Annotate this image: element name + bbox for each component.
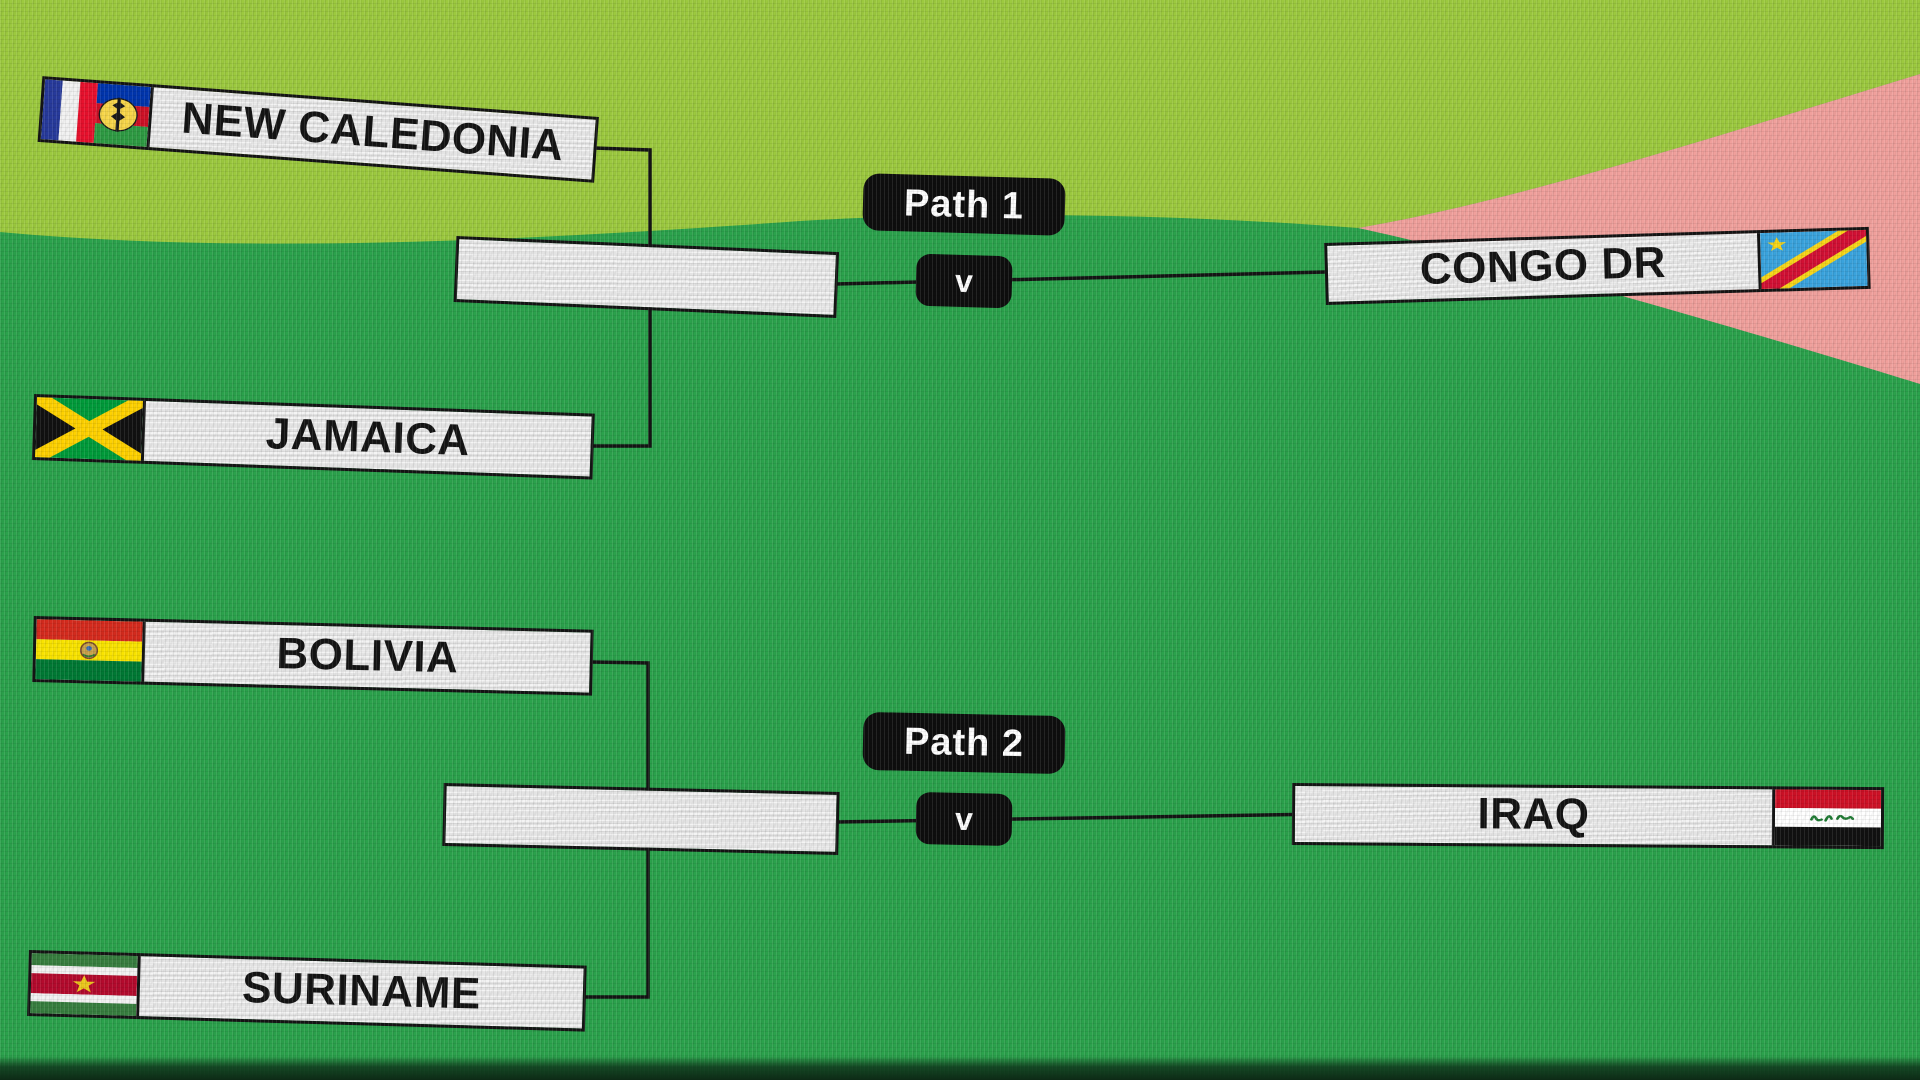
team-name-iraq: IRAQ <box>1477 789 1590 840</box>
new-caledonia-flag-icon <box>40 79 154 148</box>
team-box-bolivia: BOLIVIA <box>32 616 594 696</box>
bottom-screen-edge <box>0 1056 1920 1080</box>
path1-badge-label: Path 1 <box>903 181 1025 228</box>
bolivia-flag-icon <box>35 619 146 682</box>
path2-versus-label: v <box>954 800 974 838</box>
path2-winner-box <box>442 783 840 855</box>
team-box-iraq: IRAQ <box>1291 783 1885 850</box>
team-box-jamaica: JAMAICA <box>31 394 595 480</box>
path1-versus-label: v <box>954 262 974 300</box>
iraq-flag-icon <box>1771 789 1882 847</box>
team-box-congo-dr: CONGO DR <box>1324 226 1871 305</box>
path2-badge-label: Path 2 <box>903 720 1025 766</box>
team-name-jamaica: JAMAICA <box>265 409 471 466</box>
path1-versus-badge: v <box>915 253 1013 309</box>
path2-versus-badge: v <box>915 792 1013 846</box>
path2-badge: Path 2 <box>862 711 1066 775</box>
jamaica-flag-icon <box>34 397 146 461</box>
pink-band <box>1358 74 1920 384</box>
team-box-new-caledonia: NEW CALEDONIA <box>37 76 599 183</box>
path1-badge: Path 1 <box>862 173 1066 236</box>
congo-dr-flag-icon <box>1756 229 1868 290</box>
team-name-congo-dr: CONGO DR <box>1419 237 1667 295</box>
suriname-flag-icon <box>30 953 141 1017</box>
team-name-suriname: SURINAME <box>241 962 482 1019</box>
team-name-bolivia: BOLIVIA <box>275 628 459 683</box>
team-box-suriname: SURINAME <box>27 950 587 1032</box>
light-green-band <box>0 0 1920 244</box>
